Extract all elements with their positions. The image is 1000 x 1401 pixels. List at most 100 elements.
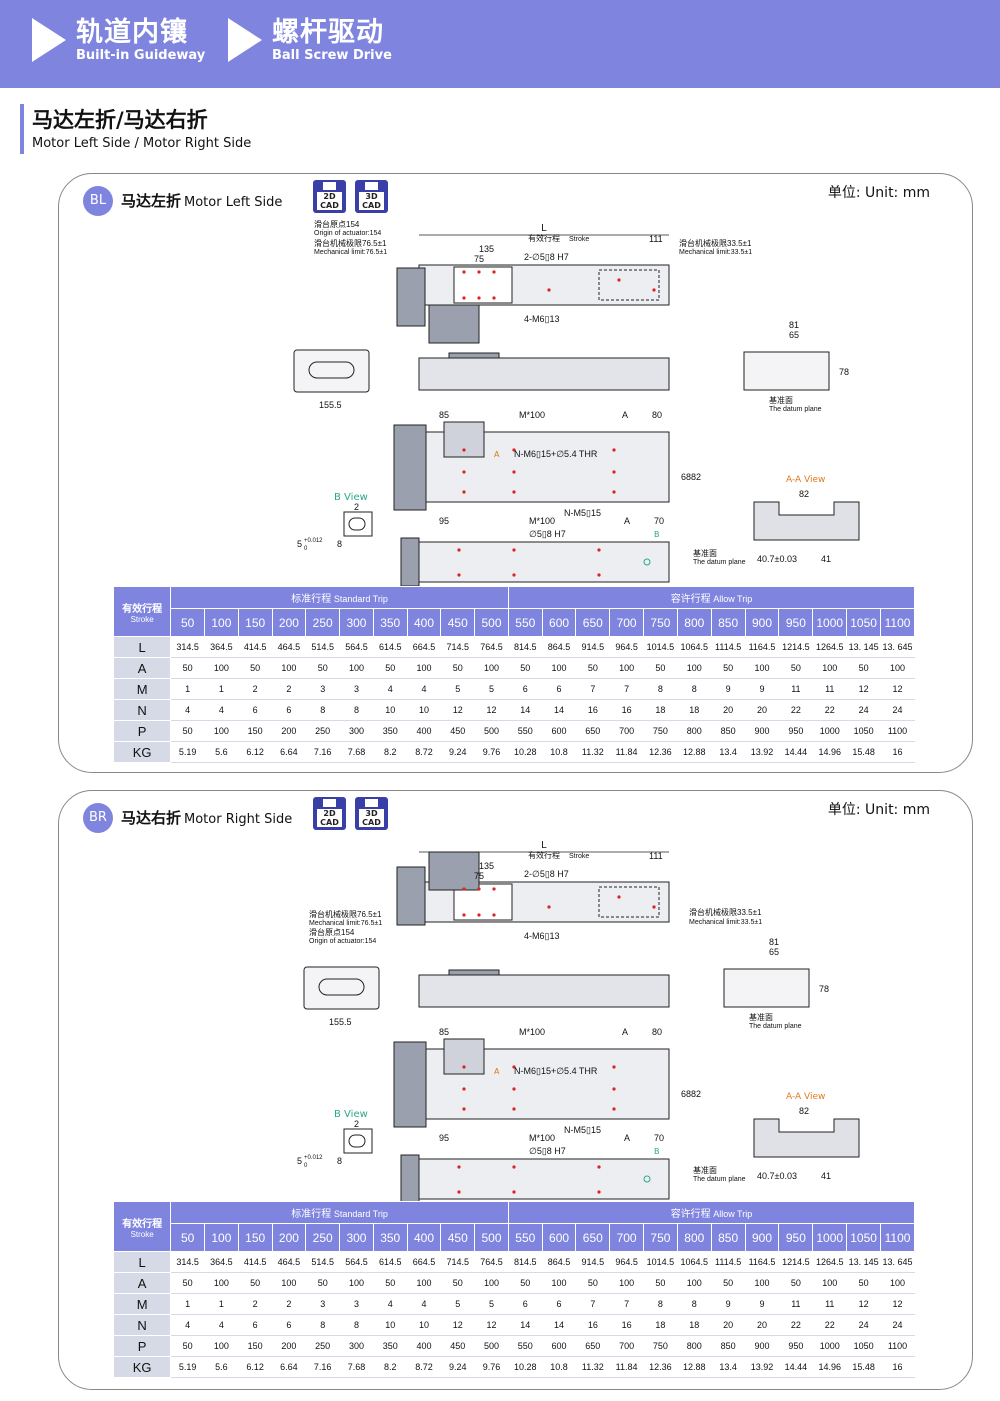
table-cell: 22 [778,699,814,721]
table-cell: 400 [406,720,442,742]
dim-label: 85 [439,410,449,420]
table-cell: 9.24 [440,741,476,763]
table-cell: 300 [339,1335,374,1357]
b-view-slot [348,517,366,531]
panel-title-en: Motor Right Side [184,812,293,827]
actuator-bottom-view [418,541,670,583]
cad-3d-download-icon[interactable]: 3D CAD [355,180,388,213]
mount-hole [462,270,466,274]
b-view-title: B View [334,492,368,503]
table-cell: 614.5 [372,636,408,658]
thread-hole [457,548,461,552]
dim-label: 81 [769,937,779,947]
thread-hole [512,1065,516,1069]
table-cell: 13.4 [710,1356,746,1378]
cad-2d-download-icon[interactable]: 2D CAD [313,180,346,213]
dim-label: 有效行程 [528,850,560,860]
table-cell: 950 [778,1335,814,1357]
table-cell: 1114.5 [710,1251,746,1273]
table-cell: 4 [372,1293,408,1315]
thread-hole [597,548,601,552]
standard-trip-header: 标准行程 Standard Trip [170,1201,509,1224]
table-cell: 100 [474,1272,509,1294]
table-cell: 6 [237,1314,273,1336]
table-cell: 24 [880,699,915,721]
row-label: N [112,699,172,721]
dim-label: The datum plane [749,1023,802,1030]
stroke-header: 300 [339,608,374,637]
table-cell: 764.5 [474,636,509,658]
thread-hole [457,573,461,577]
table-cell: 1050 [846,720,882,742]
header-item-screw: 螺杆驱动 Ball Screw Drive [228,18,392,64]
table-cell: 20 [744,699,780,721]
stroke-header: 200 [271,1223,307,1252]
table-cell: 614.5 [372,1251,408,1273]
table-cell: 100 [744,657,780,679]
table-cell: 13. 145 [846,1251,882,1273]
table-cell: 664.5 [406,1251,442,1273]
table-cell: 250 [305,720,341,742]
mount-hole [477,296,481,300]
row-label: KG [112,1356,172,1378]
thread-hole [462,448,466,452]
table-cell: 200 [271,1335,307,1357]
table-cell: 10.8 [541,1356,577,1378]
dim-label: 5 [297,539,302,549]
table-cell: 12 [440,699,476,721]
stroke-header: 100 [204,1223,239,1252]
table-cell: 514.5 [305,1251,341,1273]
table-cell: 11 [778,678,814,700]
dim-label: The datum plane [769,406,822,413]
table-cell: 6 [507,1293,543,1315]
table-cell: 22 [812,1314,848,1336]
table-cell: 3 [339,678,374,700]
dim-label: 2-∅5▯8 H7 [524,252,569,262]
table-cell: 50 [372,1272,408,1294]
table-cell: 864.5 [541,1251,577,1273]
mount-hole [492,270,496,274]
table-cell: 100 [609,1272,644,1294]
table-cell: 8 [676,1293,712,1315]
slider-side [448,969,500,976]
table-cell: 664.5 [406,636,442,658]
table-cell: 3 [339,1293,374,1315]
end-flange-view [723,968,810,1008]
table-cell: 10.28 [507,741,543,763]
dim-label: 有效行程 [528,233,560,243]
row-label: P [112,720,172,742]
table-cell: 13.92 [744,741,780,763]
unit-label: 单位: Unit: mm [827,802,930,818]
cad-2d-download-icon[interactable]: 2D CAD [313,797,346,830]
table-cell: 14 [507,699,543,721]
table-cell: 11.84 [609,741,644,763]
table-cell: 750 [642,720,678,742]
dim-label: 95 [439,516,449,526]
dim-label: Mechanical limit:33.5±1 [689,919,762,926]
stroke-header: 250 [305,1223,341,1252]
thread-hole [462,1087,466,1091]
table-cell: 564.5 [339,1251,374,1273]
table-cell: 1014.5 [642,636,678,658]
cad-3d-download-icon[interactable]: 3D CAD [355,797,388,830]
dim-label: Origin of actuator:154 [309,938,376,945]
table-cell: 4 [406,678,442,700]
table-cell: 814.5 [507,636,543,658]
dim-label: 0 [304,1163,308,1169]
table-cell: 50 [237,1272,273,1294]
table-cell: 750 [642,1335,678,1357]
table-cell: 950 [778,720,814,742]
corner-en: Stroke [130,1229,154,1239]
header-title-en: Built-in Guideway [76,48,206,63]
mount-hole [492,296,496,300]
table-cell: 4 [204,699,239,721]
dim-label: 0 [304,546,308,552]
table-cell: 11 [812,1293,848,1315]
table-cell: 7 [609,678,644,700]
